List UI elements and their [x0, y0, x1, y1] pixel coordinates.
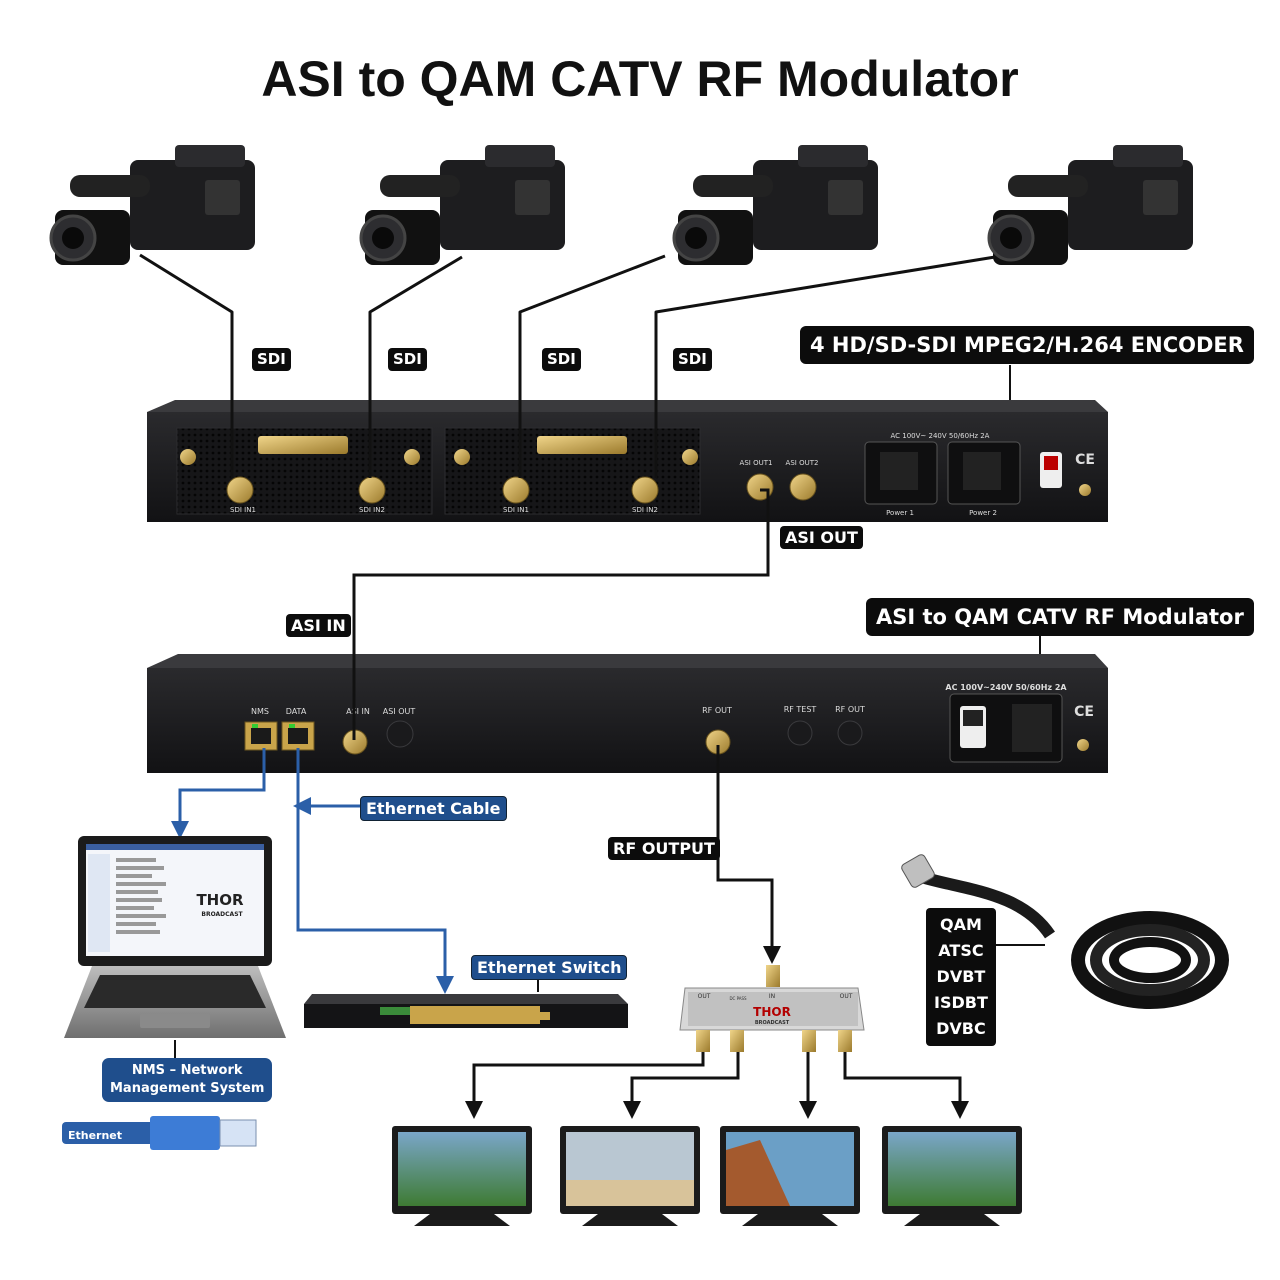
- standard-dvbt: DVBT: [936, 967, 986, 986]
- encoder-sdi-in1b-label: SDI IN1: [503, 506, 529, 514]
- splitter-brand-sub: BROADCAST: [755, 1020, 790, 1026]
- asi-out-tag: ASI OUT: [780, 526, 863, 549]
- asi-in-tag: ASI IN: [286, 614, 351, 637]
- ethernet-switch-tag: Ethernet Switch: [471, 955, 628, 980]
- tv-1: [392, 1126, 532, 1226]
- sdi-cables: [139, 253, 996, 478]
- encoder-asi-out2-label: ASI OUT2: [786, 459, 819, 467]
- ethernet-cable-tag: Ethernet Cable: [360, 796, 507, 821]
- nms-label: NMS – Network Management System: [102, 1058, 273, 1102]
- standard-dvbc: DVBC: [936, 1019, 986, 1038]
- sdi-tag-3: SDI: [542, 348, 581, 371]
- ethernet-switch: [304, 994, 628, 1028]
- tv-2: [560, 1126, 700, 1226]
- modulator-rf-out-label: RF OUT: [702, 706, 732, 715]
- modulator-power-rating: AC 100V~240V 50/60Hz 2A: [945, 683, 1067, 692]
- laptop-brand-sub: BROADCAST: [201, 911, 243, 918]
- modulator-ce-mark: CE: [1074, 704, 1094, 720]
- sdi-tag-1: SDI: [252, 348, 291, 371]
- encoder-sdi-in2b-label: SDI IN2: [632, 506, 658, 514]
- modulator-asi-in-label: ASI IN: [346, 707, 370, 716]
- splitter-out-label-2: OUT: [840, 993, 853, 1000]
- encoder-device: SDI IN1 SDI IN2 SDI IN1 SDI IN2 ASI OUT1…: [147, 400, 1108, 522]
- standards-list: QAM ATSC DVBT ISDBT DVBC: [926, 908, 996, 1046]
- rf-output-tag: RF OUTPUT: [608, 837, 720, 860]
- camera-2: [359, 145, 565, 265]
- coax-cable-coil: [901, 854, 1229, 1009]
- encoder-ce-mark: CE: [1075, 452, 1095, 468]
- encoder-label: 4 HD/SD-SDI MPEG2/H.264 ENCODER: [800, 326, 1254, 364]
- splitter-in-label: IN: [769, 993, 775, 1000]
- standard-isdbt: ISDBT: [934, 993, 988, 1012]
- tv-3: [720, 1126, 860, 1226]
- modulator-nms-label: NMS: [251, 707, 269, 716]
- tv-feed-cables: [465, 1050, 969, 1119]
- modulator-rf-test-label: RF TEST: [784, 705, 817, 714]
- splitter-out-label-1: OUT: [698, 993, 711, 1000]
- encoder-sdi-in2-label: SDI IN2: [359, 506, 385, 514]
- asi-cable: [352, 488, 770, 740]
- camera-4: [987, 145, 1193, 265]
- modulator-rf-out2-label: RF OUT: [835, 705, 865, 714]
- camera-3: [672, 145, 878, 265]
- page-title: ASI to QAM CATV RF Modulator: [261, 51, 1019, 107]
- standard-atsc: ATSC: [938, 941, 984, 960]
- encoder-power1-label: Power 1: [886, 509, 914, 517]
- modulator-asi-out-label: ASI OUT: [383, 707, 416, 716]
- modulator-device: NMS DATA ASI IN ASI OUT RF OUT RF TEST R…: [147, 654, 1108, 773]
- modulator-label: ASI to QAM CATV RF Modulator: [866, 598, 1254, 636]
- sdi-tag-4: SDI: [673, 348, 712, 371]
- laptop-brand-logo: THOR: [196, 891, 244, 909]
- camera-1: [49, 145, 255, 265]
- splitter-dc-pass-label: DC PASS: [729, 996, 747, 1001]
- splitter-brand: THOR: [753, 1005, 791, 1019]
- ethernet-plug: Ethernet: [62, 1116, 257, 1150]
- rf-splitter: THOR BROADCAST OUT OUT IN DC PASS: [679, 965, 865, 1052]
- modulator-data-label: DATA: [286, 707, 307, 716]
- sdi-tag-2: SDI: [388, 348, 427, 371]
- encoder-power-rating: AC 100V~ 240V 50/60Hz 2A: [891, 432, 990, 440]
- rf-output-cable: [716, 745, 781, 964]
- encoder-sdi-in1-label: SDI IN1: [230, 506, 256, 514]
- ethernet-plug-label: Ethernet: [68, 1129, 122, 1142]
- nms-label-line2: Management System: [110, 1081, 265, 1096]
- encoder-power2-label: Power 2: [969, 509, 997, 517]
- ethernet-cables: [171, 748, 454, 994]
- tv-4: [882, 1126, 1022, 1226]
- laptop: THOR BROADCAST: [64, 836, 286, 1038]
- nms-label-line1: NMS – Network: [131, 1063, 243, 1078]
- encoder-asi-out1-label: ASI OUT1: [740, 459, 773, 467]
- standard-qam: QAM: [939, 915, 982, 934]
